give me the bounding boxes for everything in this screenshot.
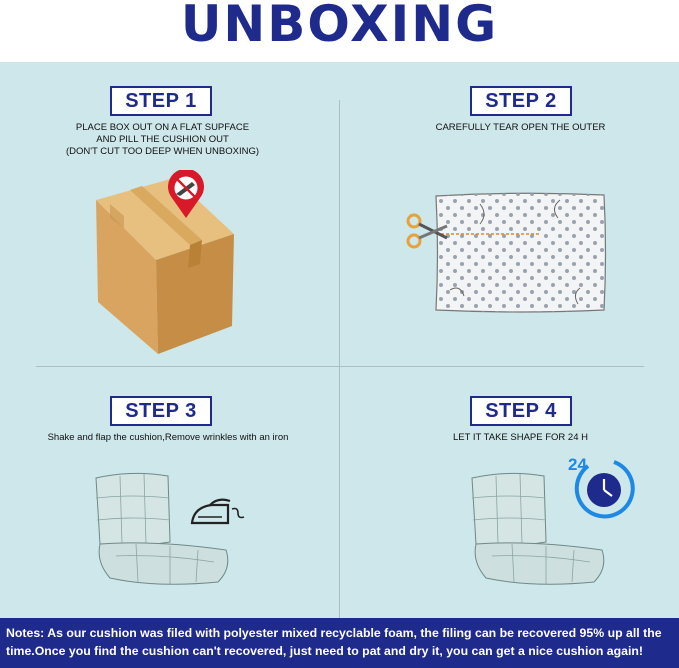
clock-label: 24 [568, 455, 587, 474]
chair-cushion-illustration-1 [95, 472, 229, 585]
step-1-line-3: (DON'T CUT TOO DEEP WHEN UNBOXING) [65, 146, 260, 157]
page-title: UNBOXING [180, 0, 499, 53]
step-4-badge: STEP 4 [470, 396, 572, 426]
step-2-badge: STEP 2 [470, 86, 572, 116]
divider-vertical [339, 100, 340, 618]
clock-icon: 24 [568, 455, 635, 519]
step-1-line-1: PLACE BOX OUT ON A FLAT SUPFACE [75, 122, 250, 133]
scissors-icon [406, 213, 448, 249]
step-3-badge: STEP 3 [110, 396, 212, 426]
no-knife-icon [168, 170, 204, 218]
step-1-caption: PLACE BOX OUT ON A FLAT SUPFACE AND PILL… [20, 122, 305, 158]
notes-banner: Notes: As our cushion was filed with pol… [0, 618, 679, 668]
chair-cushion-illustration-2 [471, 472, 605, 585]
packaged-cushion-illustration [435, 192, 607, 313]
iron-icon [190, 498, 245, 525]
step-2-line-1: CAREFULLY TEAR OPEN THE OUTER [435, 122, 606, 133]
step-4-caption: LET IT TAKE SHAPE FOR 24 H [378, 432, 663, 444]
step-2-caption: CAREFULLY TEAR OPEN THE OUTER [378, 122, 663, 134]
step-1-badge: STEP 1 [110, 86, 212, 116]
step-4-line-1: LET IT TAKE SHAPE FOR 24 H [453, 432, 588, 443]
step-3-line-1: Shake and flap the cushion,Remove wrinkl… [47, 432, 289, 443]
step-3-caption: Shake and flap the cushion,Remove wrinkl… [8, 432, 328, 444]
divider-horizontal [36, 366, 644, 367]
cardboard-box-illustration [96, 178, 234, 354]
step-1-line-2: AND PILL THE CUSHION OUT [96, 134, 229, 145]
